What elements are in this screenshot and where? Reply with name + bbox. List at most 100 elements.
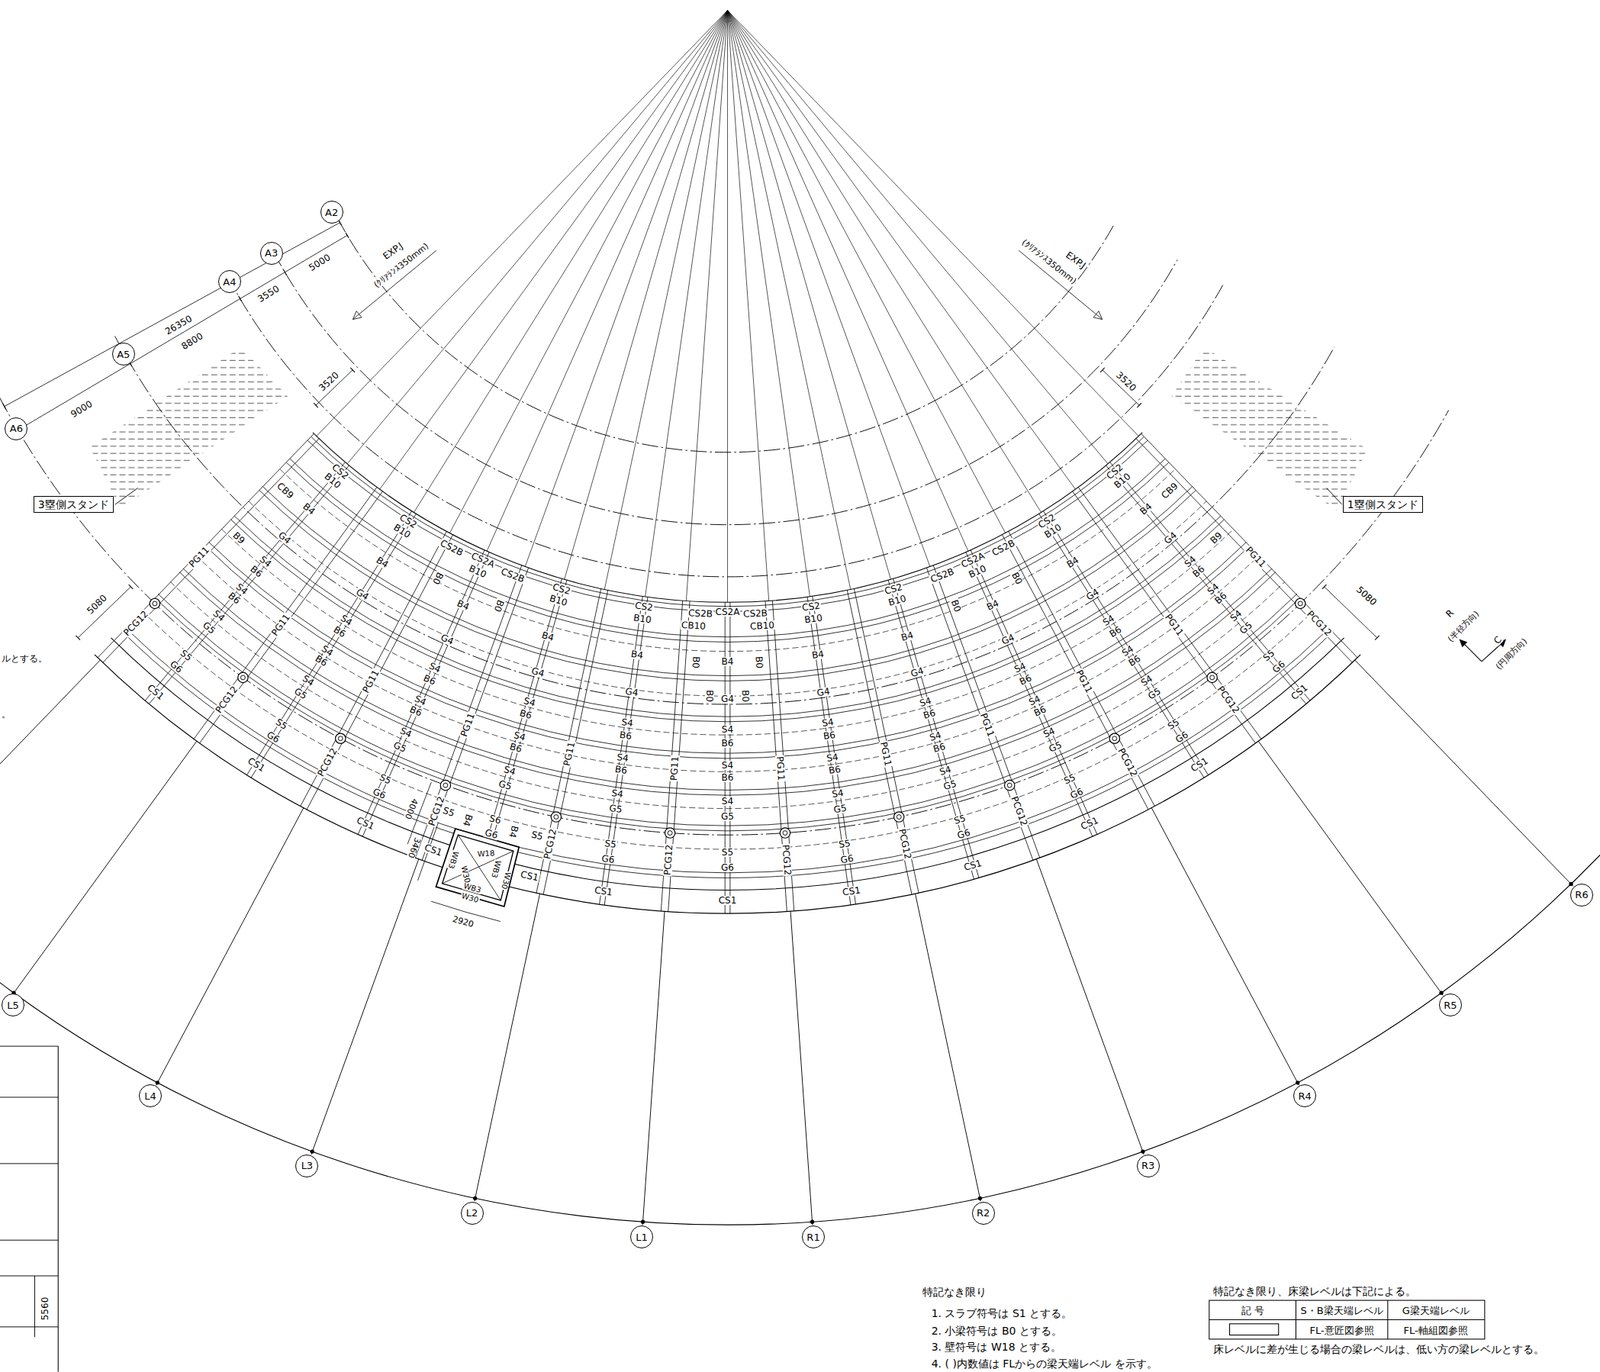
fan-line (727, 10, 892, 580)
annotation-text: 3520 (1113, 370, 1139, 394)
member-mark: S5 (1165, 716, 1182, 731)
member-mark: B4 (300, 501, 317, 518)
annotation-text: EXP.J (1063, 249, 1089, 271)
member-mark: G4 (720, 694, 735, 704)
annotation-text: 2920 (450, 914, 476, 929)
member-mark: PCG12 (1215, 683, 1243, 715)
member-mark: PCG12 (662, 843, 674, 877)
member-mark: S4 (830, 788, 845, 799)
annotation-text: CS2B (990, 537, 1018, 557)
grid-axis-circle: L2 (460, 1201, 484, 1225)
annotation-text: CB9 (274, 480, 296, 502)
column-symbol (440, 779, 451, 790)
column-symbol (1004, 779, 1015, 790)
grid-axis-circle: A6 (4, 417, 28, 441)
fan-line (604, 10, 728, 590)
member-mark: S4 (937, 764, 953, 777)
member-mark: G6 (955, 827, 973, 841)
stand-hatch (1171, 347, 1368, 511)
grid-line (1151, 808, 1299, 1086)
fan-line (316, 10, 728, 437)
member-mark: S5 (376, 772, 393, 786)
member-mark: PCG12 (781, 843, 793, 877)
member-mark: S4 (917, 695, 934, 709)
radial-beam (1078, 486, 1262, 739)
grid-line (12, 740, 197, 995)
stair-wall (435, 828, 519, 907)
radial-beam (926, 567, 1033, 860)
member-mark: PG11 (1162, 611, 1186, 638)
radial-beam (193, 486, 377, 739)
member-mark: G6 (720, 862, 735, 873)
radial-beam (306, 534, 454, 810)
member-mark: B6 (407, 704, 424, 718)
grid-axis-circle: L1 (630, 1225, 654, 1249)
column-symbol (553, 814, 559, 820)
grid-line (642, 911, 665, 1225)
member-mark: S5 (721, 847, 735, 857)
member-mark: PG11 (269, 611, 293, 638)
member-mark: B6 (721, 772, 735, 783)
member-mark: G5 (941, 779, 959, 792)
axis-name: A2 (325, 207, 339, 218)
cantilever-edge (94, 654, 1361, 914)
radial-beam (300, 531, 448, 806)
member-mark: S4 (721, 760, 735, 770)
fan-line (727, 10, 728, 603)
annotation-text: B0 (690, 655, 701, 670)
member-mark: S4 (820, 717, 835, 728)
member-mark: B6 (822, 730, 838, 741)
member-mark: B6 (827, 764, 842, 776)
member-mark: B4 (454, 598, 471, 612)
member-mark: B4 (374, 554, 392, 570)
member-mark: PCG12 (1116, 746, 1140, 780)
radial-beam (1043, 511, 1208, 776)
annotation-text: CB9 (1158, 480, 1180, 502)
axis-name: L4 (144, 1091, 157, 1102)
member-mark: B10 (802, 612, 824, 625)
column-symbol (1007, 782, 1012, 788)
radial-beam (1110, 462, 1311, 701)
sheet-frame (0, 1239, 58, 1241)
member-mark: G4 (999, 632, 1017, 648)
member-mark: B4 (898, 629, 915, 642)
fan-line (379, 10, 728, 490)
dimension-tick (350, 367, 355, 373)
leader-line (115, 488, 138, 505)
member-mark: PCG12 (213, 683, 241, 715)
member-mark: B4 (1137, 501, 1154, 518)
radial-beam (888, 579, 974, 879)
member-mark: G4 (529, 666, 547, 680)
stair-wall (442, 834, 514, 901)
annotation-text: CS2B (498, 566, 527, 584)
annotation-text: R (1443, 607, 1456, 620)
member-mark: G6 (370, 785, 388, 801)
annotation-text: G梁天端レベル (1401, 1305, 1471, 1316)
member-mark: S4 (1041, 725, 1058, 740)
member-mark: PG11 (669, 755, 680, 783)
member-mark: B6 (921, 708, 937, 721)
member-mark: PG11 (978, 711, 997, 739)
grid-axis-circle: L3 (295, 1154, 319, 1178)
member-mark: G5 (497, 779, 515, 792)
dimension-line (1102, 370, 1140, 406)
annotation-text: 3550 (255, 283, 282, 304)
beam-line (234, 515, 1221, 717)
fan-line (524, 10, 728, 567)
radial-beam (144, 462, 345, 701)
dimension-tick (238, 296, 242, 302)
radial-beam (1141, 433, 1358, 657)
member-mark: S4 (1026, 693, 1044, 708)
fan-line (727, 10, 931, 567)
member-mark: G4 (815, 686, 831, 699)
stand-label-box: 3塁側スタンド (33, 495, 114, 513)
radial-beam (481, 579, 567, 879)
member-mark: S4 (211, 608, 228, 624)
member-mark: G6 (839, 853, 855, 866)
member-mark: G4 (909, 666, 927, 680)
member-mark: S4 (1012, 660, 1029, 675)
fan-line (645, 10, 728, 597)
stand-hatch (90, 347, 288, 509)
member-mark: S4 (398, 725, 415, 740)
column-symbol (779, 827, 790, 838)
